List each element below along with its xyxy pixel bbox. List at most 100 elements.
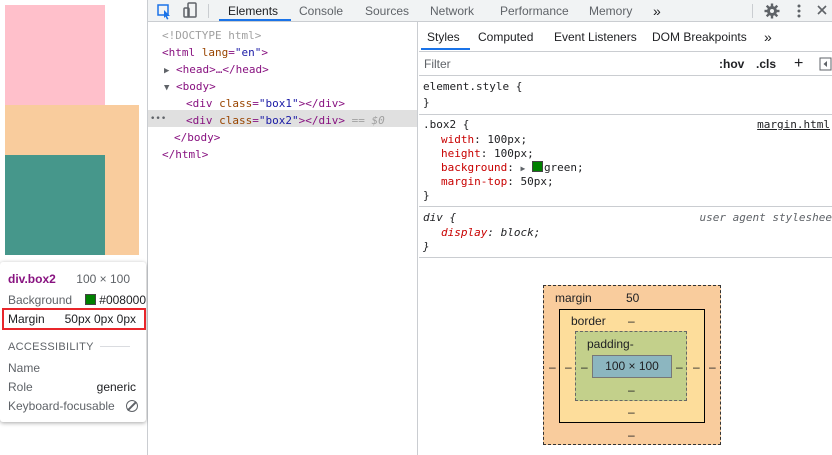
accessibility-heading-row: ACCESSIBILITY (8, 338, 140, 354)
css-property-row[interactable]: width: 100px; (441, 133, 528, 146)
box2-rule: .box2 { margin.html width: 100px; height… (419, 115, 832, 207)
element-style-selector[interactable]: element.style { (423, 80, 523, 93)
css-property-row[interactable]: background: ▶ green; (441, 161, 584, 174)
div-tag-name: div (192, 97, 213, 110)
tab-computed[interactable]: Computed (478, 30, 534, 44)
border-top-value[interactable]: – (628, 314, 635, 328)
more-tabs-button[interactable]: » (653, 3, 661, 19)
accessibility-heading: ACCESSIBILITY (8, 341, 94, 353)
more-options-kebab-icon[interactable] (794, 0, 804, 22)
css-property-name: height (441, 147, 481, 160)
settings-gear-icon[interactable] (764, 0, 780, 22)
padding-left-value[interactable]: – (581, 360, 588, 374)
tooltip-background-hex: #008000 (99, 293, 146, 307)
toolbar-separator (752, 4, 753, 18)
box-model-content[interactable]: 100 × 100 (592, 355, 672, 378)
tooltip-role-value: generic (96, 380, 136, 394)
body-open-tag: <body> (176, 80, 216, 93)
color-swatch-icon[interactable] (531, 161, 543, 172)
margin-left-value[interactable]: – (549, 360, 556, 374)
border-bottom-value[interactable]: – (628, 405, 635, 419)
tooltip-margin-label: Margin (8, 312, 45, 326)
tab-elements[interactable]: Elements (228, 4, 279, 18)
css-property-value: green; (543, 161, 584, 174)
head-node[interactable]: ▶ <head>…</head> (164, 61, 269, 78)
rule-close-brace: } (423, 96, 430, 109)
styles-subtabs: Styles Computed Event Listeners DOM Brea… (419, 22, 832, 52)
tooltip-margin-row: Margin 50px 0px 0px (8, 311, 140, 327)
tab-network[interactable]: Network (430, 4, 475, 18)
inspect-element-icon[interactable] (156, 0, 172, 22)
tooltip-name-label: Name (8, 361, 41, 375)
tooltip-keyboard-label: Keyboard-focusable (8, 399, 115, 413)
selected-node-row[interactable] (148, 110, 417, 127)
div-close-tag: ></div> (298, 114, 345, 127)
tab-styles[interactable]: Styles (427, 30, 460, 44)
ua-div-rule: div { user agent styleshee display: bloc… (419, 207, 832, 257)
rule-close-brace: } (423, 240, 430, 253)
border-left-value[interactable]: – (565, 360, 572, 374)
device-toolbar-icon[interactable] (182, 0, 198, 22)
css-property-row[interactable]: display: block; (441, 226, 541, 239)
toolbar-separator (208, 4, 209, 18)
tab-performance[interactable]: Performance (500, 4, 569, 18)
tab-memory[interactable]: Memory (589, 4, 633, 18)
tab-event-listeners[interactable]: Event Listeners (554, 30, 637, 44)
body-node[interactable]: ▼ <body> (164, 78, 216, 95)
tooltip-element-name: div.box2 (8, 272, 56, 286)
margin-top-value[interactable]: 50 (626, 291, 640, 305)
doctype-node[interactable]: <!DOCTYPE html> (162, 29, 262, 42)
node-actions-ellipsis[interactable]: ••• (150, 114, 167, 124)
html-lang-value: "en" (234, 46, 262, 59)
css-property-row[interactable]: height: 100px; (441, 147, 534, 160)
ua-div-selector[interactable]: div { (423, 211, 457, 224)
margin-bottom-value[interactable]: – (628, 428, 635, 442)
padding-right-value[interactable]: – (676, 360, 683, 374)
border-right-value[interactable]: – (693, 360, 700, 374)
margin-highlight-frame (2, 308, 146, 330)
head-collapsed-text: <head>…</head> (176, 63, 269, 76)
color-swatch-icon (85, 294, 97, 305)
html-lang-attr: lang (201, 46, 229, 59)
body-close-tag[interactable]: </body> (174, 131, 221, 144)
hov-toggle[interactable]: :hov (719, 57, 745, 71)
expand-shorthand-triangle-icon[interactable]: ▶ (520, 164, 526, 173)
dom-tree-panel: <!DOCTYPE html> <html lang="en"> ▶ <head… (148, 22, 418, 455)
cls-toggle[interactable]: .cls (756, 57, 777, 71)
box1-preview[interactable] (5, 5, 105, 105)
box2-preview[interactable] (5, 155, 105, 255)
toggle-sidebar-icon[interactable] (819, 52, 832, 76)
css-property-name: width (441, 133, 475, 146)
tab-dom-breakpoints[interactable]: DOM Breakpoints (652, 30, 747, 44)
tab-console[interactable]: Console (299, 4, 344, 18)
css-property-value: block; (500, 226, 541, 239)
tooltip-background-row: Background #008000 (8, 292, 146, 308)
box-model-margin-label: margin (555, 291, 592, 305)
div-box1-node[interactable]: <div class="box1"></div> (186, 97, 345, 110)
tab-sources[interactable]: Sources (365, 4, 410, 18)
css-property-value: 100px; (487, 133, 528, 146)
html-tag-name: html (168, 46, 196, 59)
div-box2-node[interactable]: <div class="box2"></div> == $0 (186, 114, 385, 127)
expand-triangle-icon[interactable]: ▶ (164, 66, 170, 76)
margin-right-value[interactable]: – (709, 360, 716, 374)
css-property-name: background (441, 161, 508, 174)
css-property-name: margin-top (441, 175, 508, 188)
class-attr-name: class (219, 114, 253, 127)
tooltip-background-label: Background (8, 293, 73, 307)
box2-selector[interactable]: .box2 { (423, 118, 470, 131)
padding-bottom-value[interactable]: – (628, 383, 635, 397)
tooltip-dimensions: 100 × 100 (76, 272, 130, 286)
close-devtools-icon[interactable] (816, 0, 828, 22)
html-node[interactable]: <html lang="en"> (162, 46, 268, 59)
styles-filter-input[interactable] (422, 54, 711, 74)
more-subtabs-button[interactable]: » (764, 29, 772, 45)
rule-close-brace: } (423, 189, 430, 202)
stylesheet-source-link[interactable]: margin.html (757, 118, 830, 131)
html-close-tag[interactable]: </html> (162, 148, 209, 161)
css-property-value: 50px; (520, 175, 554, 188)
tooltip-keyboard-row: Keyboard-focusable (8, 398, 140, 414)
collapse-triangle-icon[interactable]: ▼ (164, 83, 170, 93)
new-rule-plus-icon[interactable]: + (794, 55, 804, 72)
css-property-row[interactable]: margin-top: 50px; (441, 175, 554, 188)
